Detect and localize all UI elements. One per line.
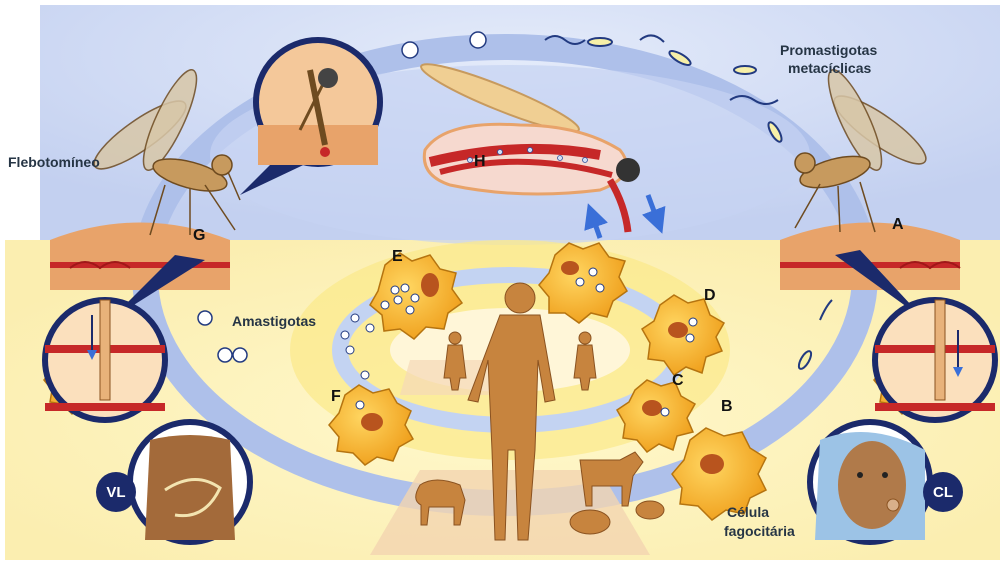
label-promastigotas-line2: metacíclicas xyxy=(788,60,871,77)
stage-label-f: F xyxy=(331,388,341,406)
label-flebotomineo: Flebotomíneo xyxy=(8,154,100,171)
vl-illustration xyxy=(130,422,250,542)
stage-label-d: D xyxy=(704,287,716,305)
label-celula-line2: fagocitária xyxy=(724,523,795,540)
stage-label-h: H xyxy=(474,153,486,171)
badge-vl: VL xyxy=(96,472,136,512)
stage-label-g: G xyxy=(193,227,205,245)
stage-label-b: B xyxy=(721,398,733,416)
label-promastigotas-line1: Promastigotas xyxy=(780,42,877,59)
stage-label-c: C xyxy=(672,372,684,390)
stage-label-a: A xyxy=(892,216,904,234)
label-celula-line1: Célula xyxy=(727,504,769,521)
cl-illustration xyxy=(810,422,930,542)
badge-cl: CL xyxy=(923,472,963,512)
label-amastigotas: Amastigotas xyxy=(232,313,316,330)
stage-label-e: E xyxy=(392,248,403,266)
